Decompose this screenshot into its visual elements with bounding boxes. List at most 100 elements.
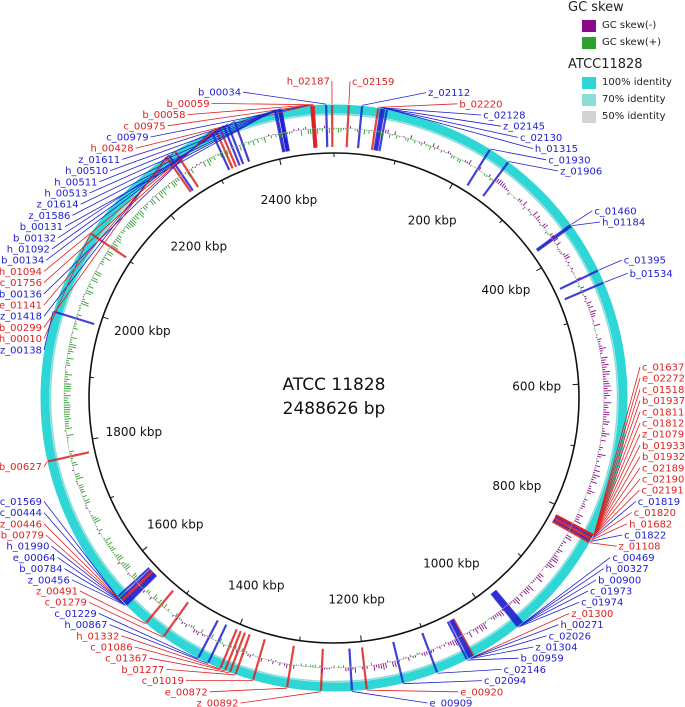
gene-label-connector	[110, 108, 281, 171]
gc-skew-bar	[543, 224, 549, 229]
gene-label: z_01906	[560, 167, 602, 178]
gc-skew-bar	[89, 511, 91, 513]
gc-skew-bar	[68, 350, 74, 353]
gene-label: z_01079	[642, 430, 684, 441]
identity-hit-mark	[325, 105, 329, 148]
identity-hit-mark	[162, 601, 189, 638]
identity-hit-mark	[210, 131, 231, 171]
gc-skew-bar	[436, 145, 440, 149]
gene-label: b_00132	[13, 233, 56, 244]
legend-gc-pos-label: GC skew(+)	[602, 37, 662, 48]
gc-skew-bar	[600, 439, 606, 442]
gc-skew-bar	[380, 663, 383, 669]
legend-gc-pos: GC skew(+)	[566, 34, 684, 51]
gc-skew-bar	[165, 186, 168, 189]
gc-skew-bar	[80, 490, 85, 493]
identity-hit-mark	[286, 645, 295, 688]
gc-skew-bar	[496, 613, 499, 617]
gc-skew-bar	[459, 635, 462, 637]
gc-skew-bar	[78, 484, 83, 487]
gc-skew-bar	[260, 658, 263, 662]
gene-label: c_00979	[106, 133, 148, 144]
gene-label-connector	[403, 680, 482, 685]
gc-skew-bar	[152, 196, 154, 198]
gc-skew-bar	[85, 292, 91, 296]
gc-skew-bar	[547, 562, 555, 568]
gene-label-connector	[43, 501, 118, 598]
gene-label-connector	[71, 579, 126, 606]
gc-skew-bar	[163, 187, 166, 191]
gc-skew-bar	[483, 173, 486, 176]
gene-label-connector	[64, 568, 125, 605]
gc-skew-bar	[425, 651, 428, 655]
gc-skew-bar	[582, 291, 585, 293]
gc-skew-bar	[207, 637, 210, 640]
gc-skew-bar	[601, 359, 606, 361]
gc-skew-bar	[174, 179, 178, 183]
gc-skew-bar	[116, 554, 123, 559]
gc-skew-bar	[484, 621, 487, 624]
gc-skew-bar	[186, 171, 191, 178]
gc-skew-bar	[174, 613, 178, 617]
gene-label-connector	[384, 107, 519, 138]
gc-skew-bar	[201, 633, 204, 637]
gene-label: c_01019	[142, 676, 184, 687]
gene-label: z_00892	[196, 699, 238, 707]
gc-skew-bar	[378, 664, 380, 669]
gc-skew-bar	[550, 234, 555, 238]
gene-label-connector	[167, 104, 313, 127]
gc-skew-bar	[91, 514, 94, 517]
gc-skew-bar	[414, 655, 417, 658]
gc-skew-bar	[200, 161, 202, 164]
gc-skew-bar	[599, 446, 604, 449]
scale-tick	[110, 495, 115, 499]
gc-skew-bar	[480, 624, 485, 630]
gc-skew-bar	[70, 336, 78, 340]
scale-tick	[239, 618, 243, 625]
identity-hit-mark	[451, 618, 474, 657]
legend-identity-50: 50% identity	[566, 108, 684, 125]
gc-skew-bar	[82, 298, 86, 301]
gene-label-connector	[121, 635, 221, 670]
gc-skew-bar	[539, 221, 541, 223]
gc-skew-bar	[512, 599, 516, 604]
genome-length: 2488626 bp	[283, 399, 386, 419]
gc-skew-bar	[160, 190, 164, 195]
gc-skew-bar	[118, 556, 124, 561]
gc-skew-bar	[158, 599, 163, 604]
gc-skew-bar	[125, 225, 130, 230]
identity-hit-mark	[450, 619, 472, 658]
gc-skew-bar	[192, 625, 195, 629]
gc-skew-bar	[577, 285, 580, 288]
gene-label-connector	[593, 456, 641, 536]
gc-skew-bar	[595, 465, 601, 468]
gene-label-connector	[508, 161, 559, 172]
gene-label-connector	[381, 107, 482, 116]
gc-skew-bar	[133, 217, 137, 221]
gene-label-connector	[490, 148, 547, 161]
gene-label-connector	[43, 311, 54, 350]
gc-skew-bar	[75, 475, 81, 478]
gc-skew-bar	[81, 300, 89, 305]
gene-label-connector	[348, 81, 351, 105]
legend-identity-100-swatch	[582, 76, 596, 89]
gene-label-connector	[472, 624, 559, 658]
gene-label-connector	[518, 601, 580, 628]
gc-skew-bar	[581, 505, 586, 508]
gc-skew-bar	[602, 423, 609, 425]
gc-skew-bar	[391, 661, 395, 667]
gc-skew-bar	[494, 614, 497, 618]
gc-skew-bar	[184, 172, 187, 175]
gc-skew-bar	[192, 629, 196, 633]
gc-skew-bar	[64, 374, 73, 376]
gc-skew-bar	[68, 348, 73, 350]
gc-skew-bar	[501, 183, 506, 187]
identity-hit-mark	[356, 106, 364, 149]
gene-label: c_01974	[581, 598, 623, 609]
gc-skew-bar	[498, 179, 502, 185]
gc-skew-bar	[456, 158, 460, 162]
gene-label: c_02191	[641, 486, 683, 497]
gc-skew-bar	[598, 453, 606, 457]
gc-skew-bar	[163, 603, 168, 609]
gc-skew-bar	[597, 455, 602, 458]
